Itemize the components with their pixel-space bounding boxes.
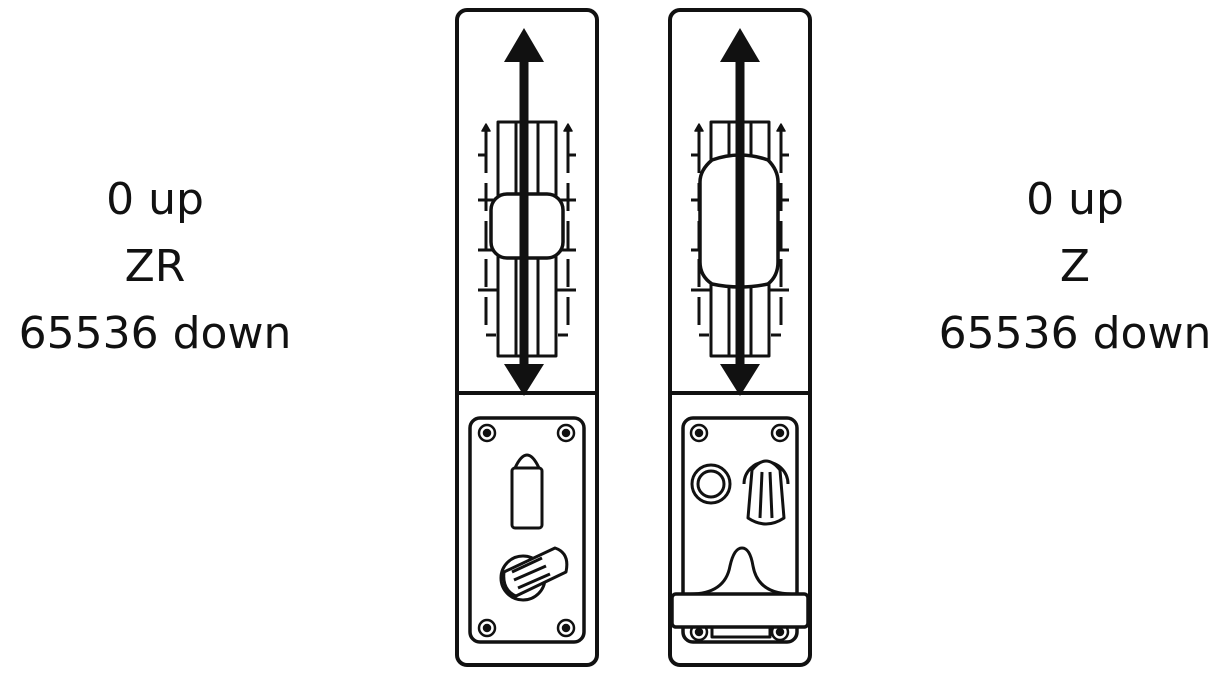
right-unit-body [668,8,812,667]
left-axis-label: 0 up ZR 65536 down [0,166,310,367]
right-rotary-knob-icon [742,459,790,526]
right-axis-name: Z [1059,241,1091,292]
left-axis-bottom-value: 65536 down [18,308,292,359]
left-direction-arrow-icon [504,28,544,396]
right-bottom-handle [689,546,793,596]
right-axis-bottom-value: 65536 down [938,308,1212,359]
left-dial-knob-icon [499,546,569,602]
right-direction-arrow-icon [720,28,760,396]
left-unit-body [455,8,599,667]
left-slide-switch-icon [510,453,544,530]
left-base-plate [468,416,586,644]
left-axis-name: ZR [124,241,186,292]
right-round-button-icon [690,463,732,505]
right-axis-label: 0 up Z 65536 down [920,166,1230,367]
left-screw-icons [477,423,576,638]
right-base-plate [681,416,799,644]
left-throttle-unit [455,8,599,667]
right-screw-icons [689,423,790,642]
right-axis-top-value: 0 up [1026,174,1124,225]
left-axis-top-value: 0 up [106,174,204,225]
right-throttle-unit [668,8,812,667]
